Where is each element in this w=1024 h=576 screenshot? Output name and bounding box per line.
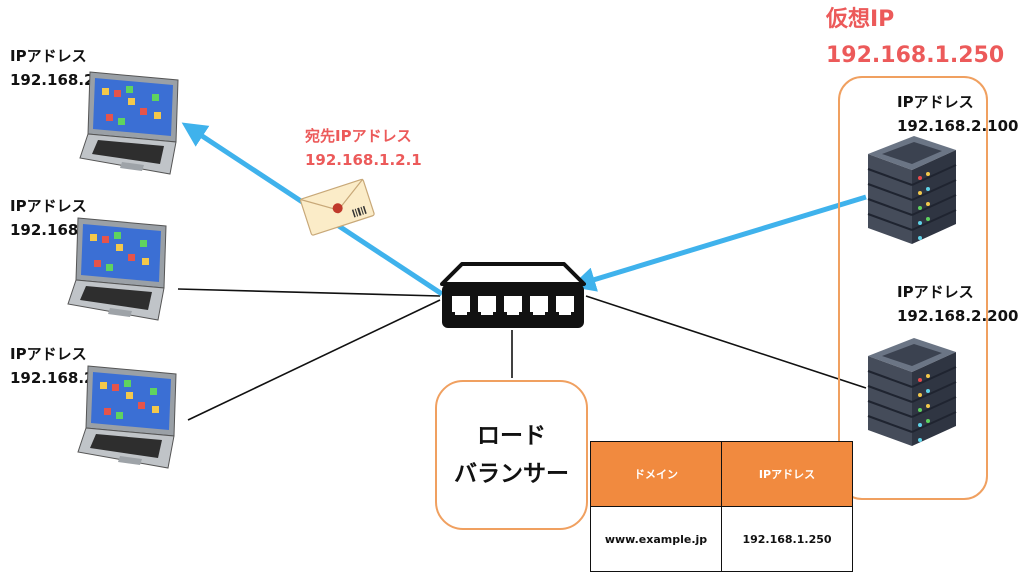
dns-table: ドメイン IPアドレス www.example.jp 192.168.1.250 bbox=[590, 441, 853, 572]
arrow-from-server-1 bbox=[570, 194, 867, 292]
network-switch-icon bbox=[440, 262, 586, 328]
laptop-icon bbox=[67, 217, 167, 321]
wire-server-2 bbox=[585, 295, 867, 389]
server-group bbox=[838, 76, 988, 500]
wire-client-3 bbox=[187, 299, 441, 421]
server-rack-icon bbox=[867, 136, 957, 244]
server-rack-icon bbox=[867, 338, 957, 446]
dns-header-domain: ドメイン bbox=[590, 441, 722, 507]
wire-client-2 bbox=[177, 288, 441, 297]
laptop-icon bbox=[77, 365, 177, 469]
laptop-icon bbox=[79, 71, 179, 175]
table-row: www.example.jp 192.168.1.250 bbox=[590, 506, 853, 572]
dns-header-ip: IPアドレス bbox=[721, 441, 853, 507]
load-balancer-label: ロード バランサー bbox=[454, 423, 569, 487]
dns-cell-domain: www.example.jp bbox=[590, 506, 722, 572]
envelope-icon bbox=[299, 178, 375, 236]
dns-cell-ip: 192.168.1.250 bbox=[721, 506, 853, 572]
load-balancer-box: ロード バランサー bbox=[435, 380, 588, 530]
